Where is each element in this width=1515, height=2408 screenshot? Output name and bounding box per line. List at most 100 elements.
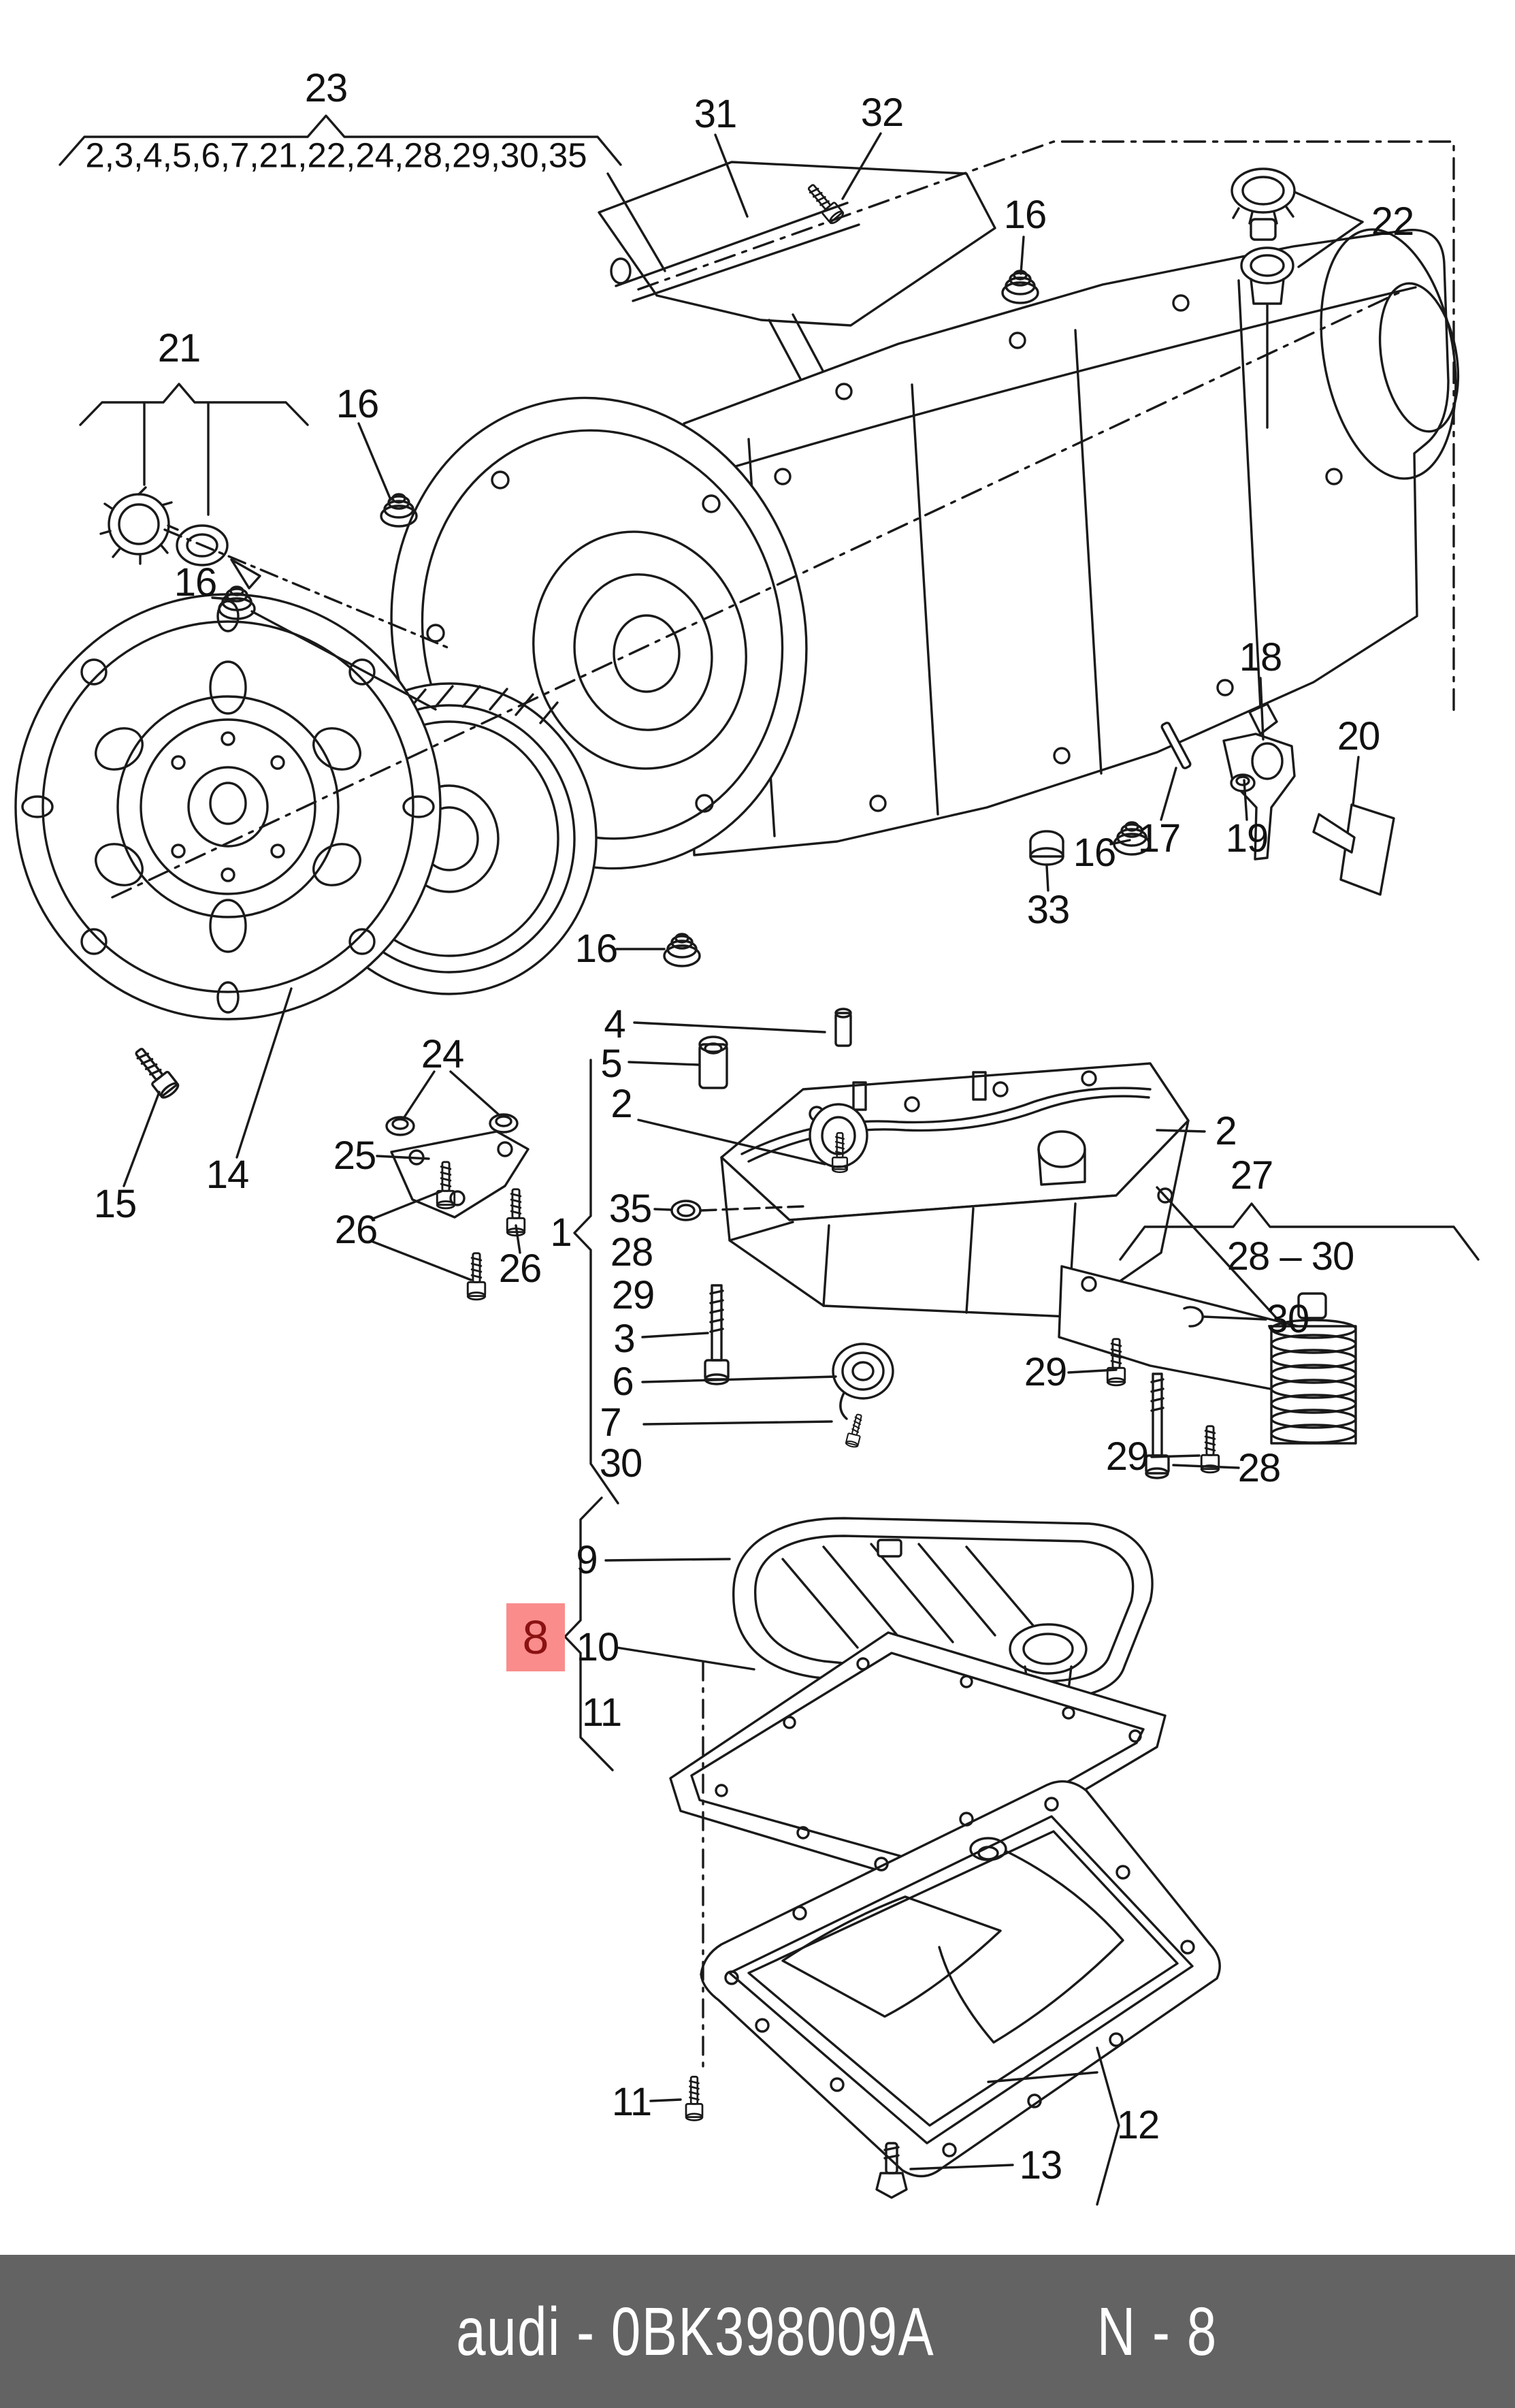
callout-29-upper: 29 [1024, 1350, 1068, 1394]
lead-29-l [1150, 1454, 1201, 1458]
lead-30-r [1202, 1315, 1267, 1321]
bracket-21 [79, 383, 309, 426]
dash-35 [700, 1205, 804, 1212]
callout-16-left-mid: 16 [336, 382, 380, 426]
oil-pan [700, 1780, 1221, 2178]
filler-cap-22 [1231, 167, 1296, 305]
lead-18 [1259, 677, 1265, 741]
bracket-8 [564, 1496, 614, 1771]
bracket-12 [1096, 2046, 1120, 2206]
callout-3: 3 [613, 1317, 635, 1361]
bracket-27 [1119, 1202, 1480, 1261]
callout-25: 25 [333, 1134, 377, 1178]
brace-22-a [1293, 191, 1364, 223]
lead-35 [653, 1208, 672, 1211]
callout-6: 6 [612, 1360, 634, 1404]
lead-2-left [637, 1119, 826, 1166]
callout-30-stack: 30 [599, 1441, 643, 1486]
footer-part-number: 0BK398009A [611, 2293, 935, 2370]
bracket-23 [59, 114, 622, 166]
callout-30-right: 30 [1266, 1297, 1310, 1341]
callout-32: 32 [860, 91, 905, 135]
pan-gasket [669, 1631, 1167, 1886]
callout-13: 13 [1019, 2143, 1063, 2187]
footer-bar: audi - 0BK398009A N - 8 [0, 2255, 1515, 2408]
lead-2-right [1156, 1129, 1206, 1133]
bracket-1 [573, 1059, 619, 1505]
lead-3 [641, 1332, 709, 1338]
callout-21: 21 [157, 326, 201, 370]
lead-19 [1243, 779, 1248, 821]
lead-33 [1045, 865, 1049, 892]
callout-27: 27 [1230, 1153, 1274, 1198]
callout-29-stack: 29 [611, 1273, 655, 1317]
callout-26-left: 26 [334, 1208, 378, 1252]
callout-29-lower: 29 [1105, 1434, 1150, 1479]
axis-main [111, 291, 1400, 899]
lead-4 [633, 1021, 826, 1033]
lead-14 [235, 987, 293, 1159]
callout-15: 15 [93, 1182, 137, 1226]
lead-28-r [1172, 1464, 1240, 1469]
bracket-25-group [385, 1113, 530, 1301]
footer-separator: - [576, 2293, 596, 2370]
callout-parts-list: 2,3,4,5,6,7,21,22,24,28,29,30,35 [85, 135, 587, 175]
callout-16-top: 16 [1003, 193, 1047, 237]
lead-32 [841, 132, 882, 200]
lead-15 [123, 1091, 161, 1187]
callout-33: 33 [1026, 888, 1071, 932]
callout-16-valve: 16 [574, 927, 619, 971]
lead-10 [615, 1646, 755, 1671]
callout-19: 19 [1225, 816, 1269, 861]
lead-16-ll [211, 596, 231, 600]
lead-7 [642, 1420, 833, 1426]
callout-14: 14 [206, 1153, 250, 1197]
callout-31: 31 [694, 92, 738, 136]
callout-1: 1 [550, 1210, 572, 1255]
callout-16-left-low: 16 [174, 560, 218, 605]
callout-16-right-mid: 16 [1073, 831, 1117, 875]
footer-brand: audi [456, 2293, 561, 2370]
lead-16-mr [1109, 839, 1131, 846]
lead-11-b [649, 2098, 682, 2102]
lead-17 [1160, 767, 1177, 821]
lead-25 [376, 1155, 430, 1160]
callout-10: 10 [576, 1625, 620, 1669]
callout-28-30: 28 – 30 [1226, 1234, 1355, 1279]
list-diag [606, 172, 666, 272]
lead-26-b [372, 1240, 472, 1281]
breather-shield [598, 161, 996, 423]
callout-23: 23 [304, 66, 348, 110]
callout-18: 18 [1239, 635, 1283, 679]
brace-22-b [1297, 221, 1364, 268]
frame-dash [637, 140, 1455, 715]
lead-24-a [402, 1070, 436, 1121]
callout-28-stack: 28 [610, 1230, 654, 1274]
callout-7: 7 [600, 1400, 621, 1445]
lead-16-ml [357, 422, 392, 501]
callout-2-right: 2 [1215, 1109, 1237, 1153]
callout-35: 35 [608, 1187, 653, 1231]
callout-11-bottom: 11 [611, 2080, 652, 2124]
callout-8: 8 [506, 1603, 565, 1671]
footer-page-code: N - 8 [1097, 2293, 1218, 2370]
lead-20 [1352, 756, 1360, 806]
lead-13 [909, 2164, 1014, 2170]
selector-parts [1160, 703, 1395, 896]
drain-plug-13 [875, 2142, 908, 2199]
plug-33 [1029, 830, 1064, 866]
callout-12: 12 [1116, 2103, 1160, 2147]
callout-4: 4 [604, 1002, 625, 1046]
lead-26-a [372, 1190, 442, 1220]
oil-cooler-group [1058, 1186, 1357, 1479]
axis-21 [163, 528, 451, 649]
callout-28-right: 28 [1237, 1446, 1282, 1490]
lead-12 [987, 2071, 1098, 2083]
lead-9 [604, 1558, 731, 1562]
callout-26-right: 26 [498, 1247, 542, 1291]
lead-24-b [449, 1070, 502, 1118]
